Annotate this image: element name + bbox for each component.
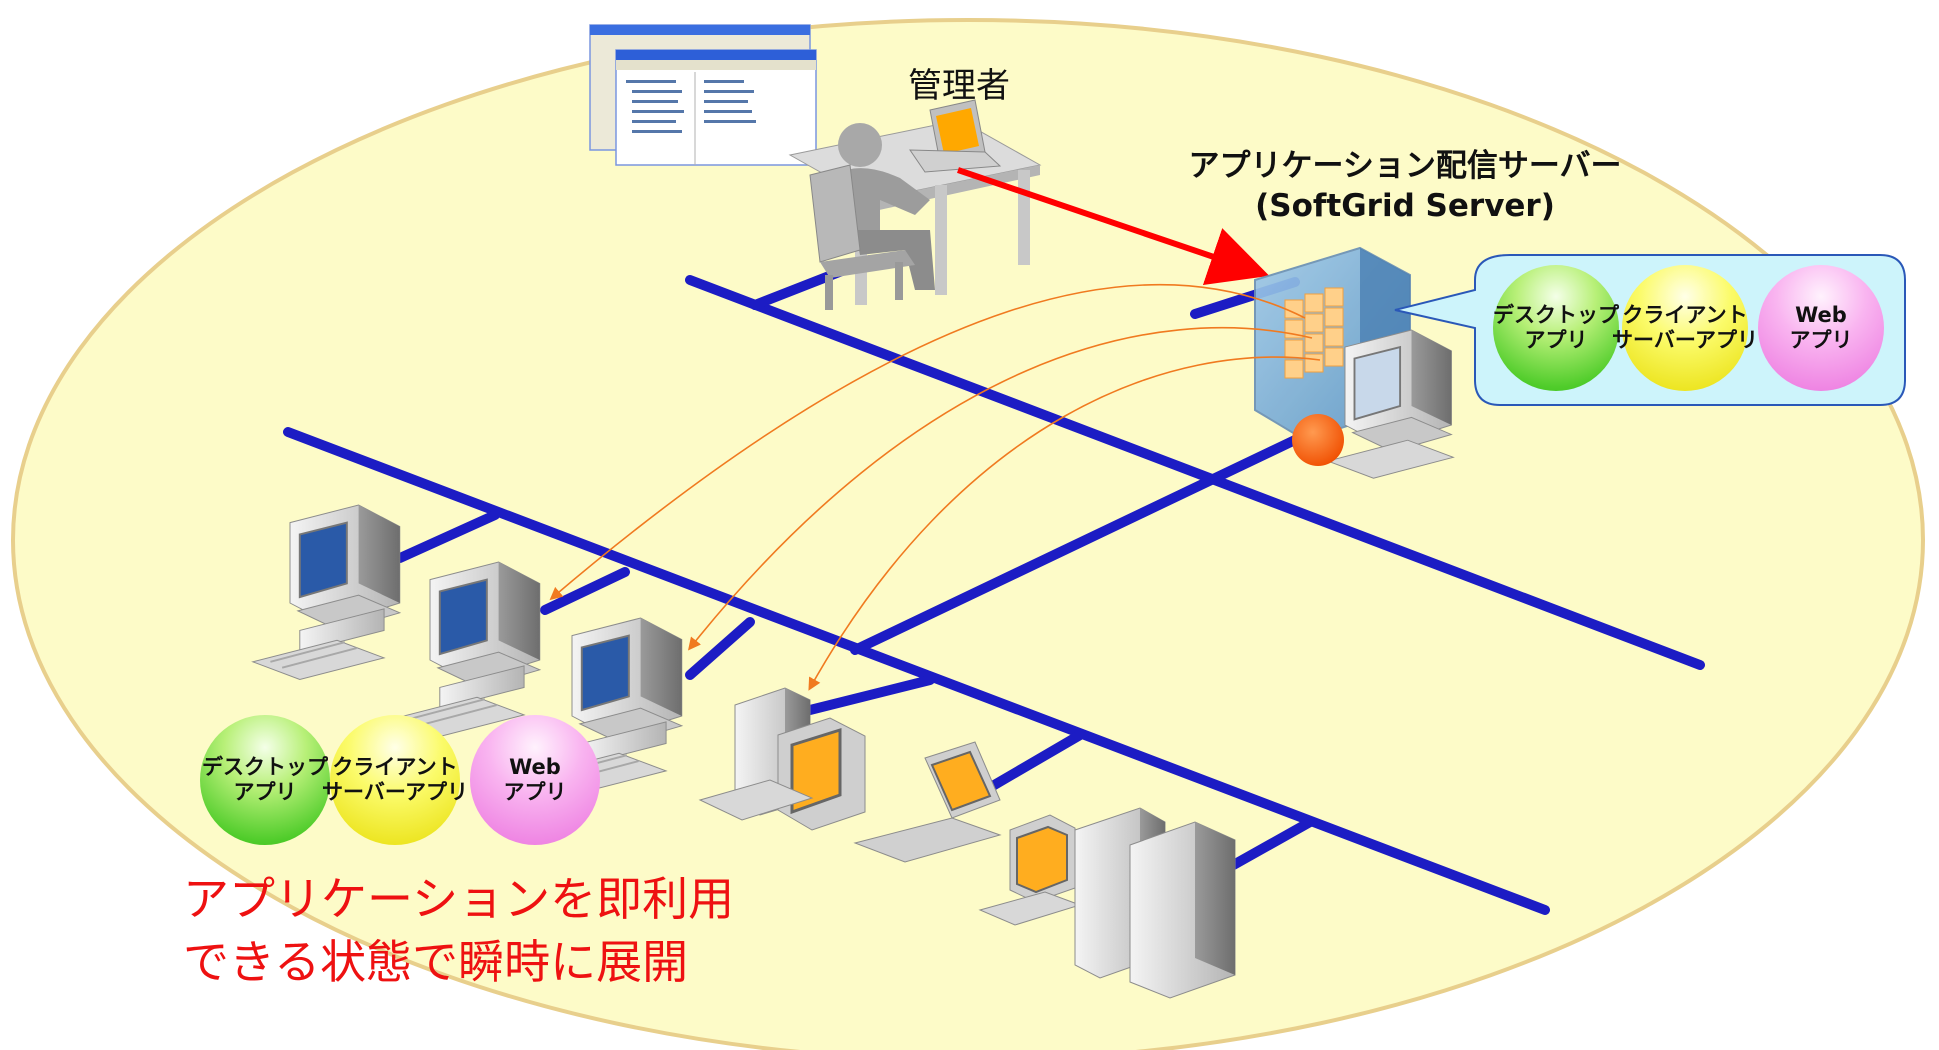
server-connection-node <box>1292 414 1344 466</box>
server-app-web-line2: アプリ <box>1789 328 1853 352</box>
deployment-arrows <box>549 283 1321 691</box>
server-app-desktop: デスクトップ アプリ <box>1493 265 1619 391</box>
admin-to-server-arrow <box>957 167 1270 285</box>
administrator-label: 管理者 <box>908 66 1010 106</box>
client-app-desktop: デスクトップ アプリ <box>200 715 330 845</box>
softgrid-server-icon <box>1254 246 1455 479</box>
network-lines <box>283 255 1705 915</box>
server-app-client-server-line2: サーバーアプリ <box>1612 328 1758 352</box>
client-laptop <box>853 741 1002 863</box>
client-app-desktop-line2: アプリ <box>233 780 297 804</box>
headline-line1: アプリケーションを即利用 <box>183 872 735 926</box>
server-app-client-server: クライアント サーバーアプリ <box>1612 265 1758 391</box>
server-app-desktop-line2: アプリ <box>1524 328 1588 352</box>
administrator-figure <box>788 99 1042 310</box>
server-app-web-line1: Web <box>1795 302 1847 327</box>
client-app-web-line2: アプリ <box>503 780 567 804</box>
headline-line2: できる状態で瞬時に展開 <box>183 935 689 989</box>
server-paren-open: ( <box>1255 188 1270 224</box>
server-title: アプリケーション配信サーバー <box>1188 148 1622 184</box>
client-app-desktop-line1: デスクトップ <box>202 754 328 779</box>
client-app-web-line1: Web <box>509 754 561 779</box>
client-desktop-tower <box>698 687 866 831</box>
server-app-web: Web アプリ <box>1758 265 1884 391</box>
server-app-desktop-line1: デスクトップ <box>1493 302 1619 327</box>
deployment-headline: アプリケーションを即利用 できる状態で瞬時に展開 <box>183 868 734 994</box>
server-app-client-server-line1: クライアント <box>1622 302 1748 327</box>
server-paren-close: ) <box>1540 188 1555 224</box>
server-name-line: (SoftGrid Server) <box>1060 188 1750 224</box>
client-app-client-server-line1: クライアント <box>332 754 458 779</box>
management-console-window <box>589 24 817 166</box>
server-name: SoftGrid Server <box>1269 188 1541 224</box>
client-app-client-server: クライアント サーバーアプリ <box>322 715 468 845</box>
client-app-web: Web アプリ <box>470 715 600 845</box>
client-app-client-server-line2: サーバーアプリ <box>322 780 468 804</box>
client-workstation <box>978 807 1236 999</box>
